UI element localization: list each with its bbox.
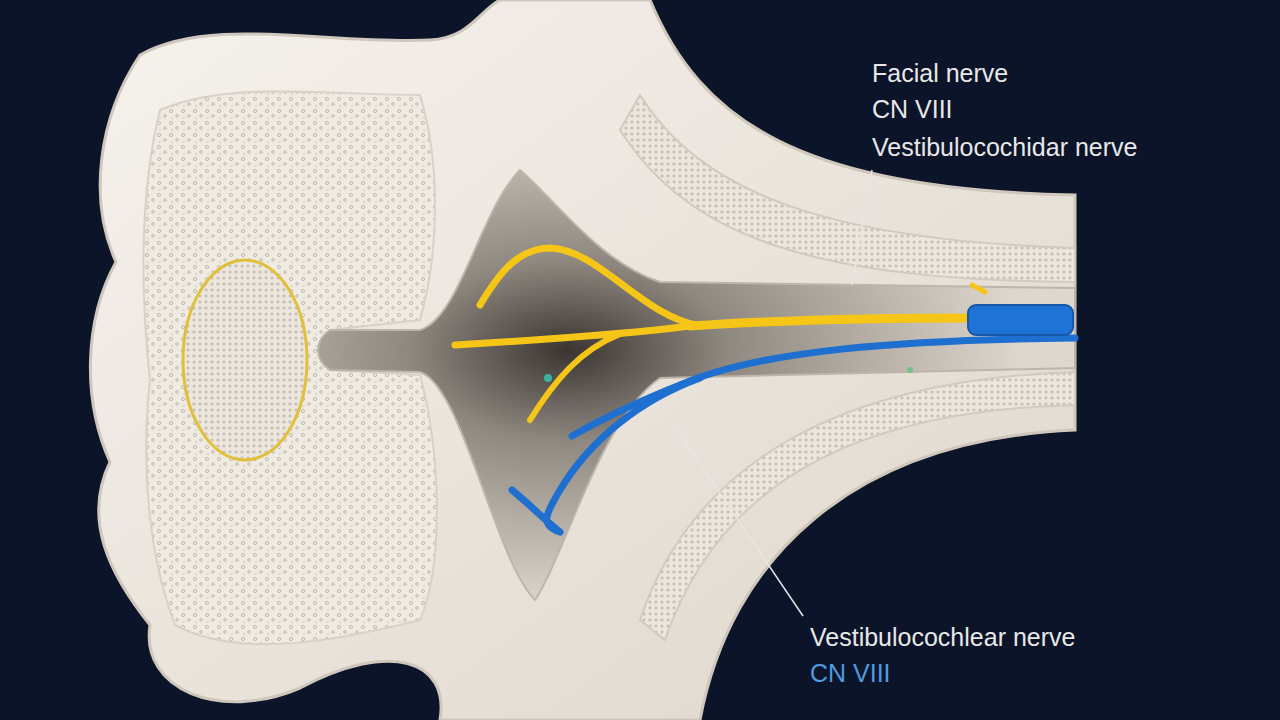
- internal-acoustic-meatus: [318, 170, 1075, 600]
- nerve-label: Vestibulocochidar nerve: [872, 132, 1137, 162]
- nerve-branch: [530, 334, 620, 420]
- marker-dot: [907, 367, 913, 373]
- oval-window: [183, 260, 307, 460]
- marker-dot: [544, 374, 552, 382]
- vestibulocochlear-nerve: [512, 338, 1075, 532]
- leader-line: [852, 170, 872, 285]
- nerve-branch: [512, 378, 700, 532]
- nerve-code: CN VIII: [810, 658, 891, 688]
- leader-line: [676, 428, 803, 616]
- nerve-branch: [480, 248, 700, 326]
- bone-outline: [90, 0, 1075, 720]
- nerve-branch: [455, 326, 690, 345]
- nerve-code: CN VIII: [872, 94, 953, 124]
- nerve-label: Vestibulocochlear nerve: [810, 622, 1075, 652]
- canal-wall-upper: [620, 95, 1075, 282]
- facial-nerve: [455, 248, 985, 420]
- nerve-trunk: [572, 338, 1075, 436]
- nerve-tip: [972, 285, 985, 292]
- nerve-trunk: [690, 318, 975, 326]
- nerve-sheath: [968, 305, 1073, 335]
- canal-wall-lower: [640, 372, 1075, 640]
- nerve-label: Facial nerve: [872, 58, 1008, 88]
